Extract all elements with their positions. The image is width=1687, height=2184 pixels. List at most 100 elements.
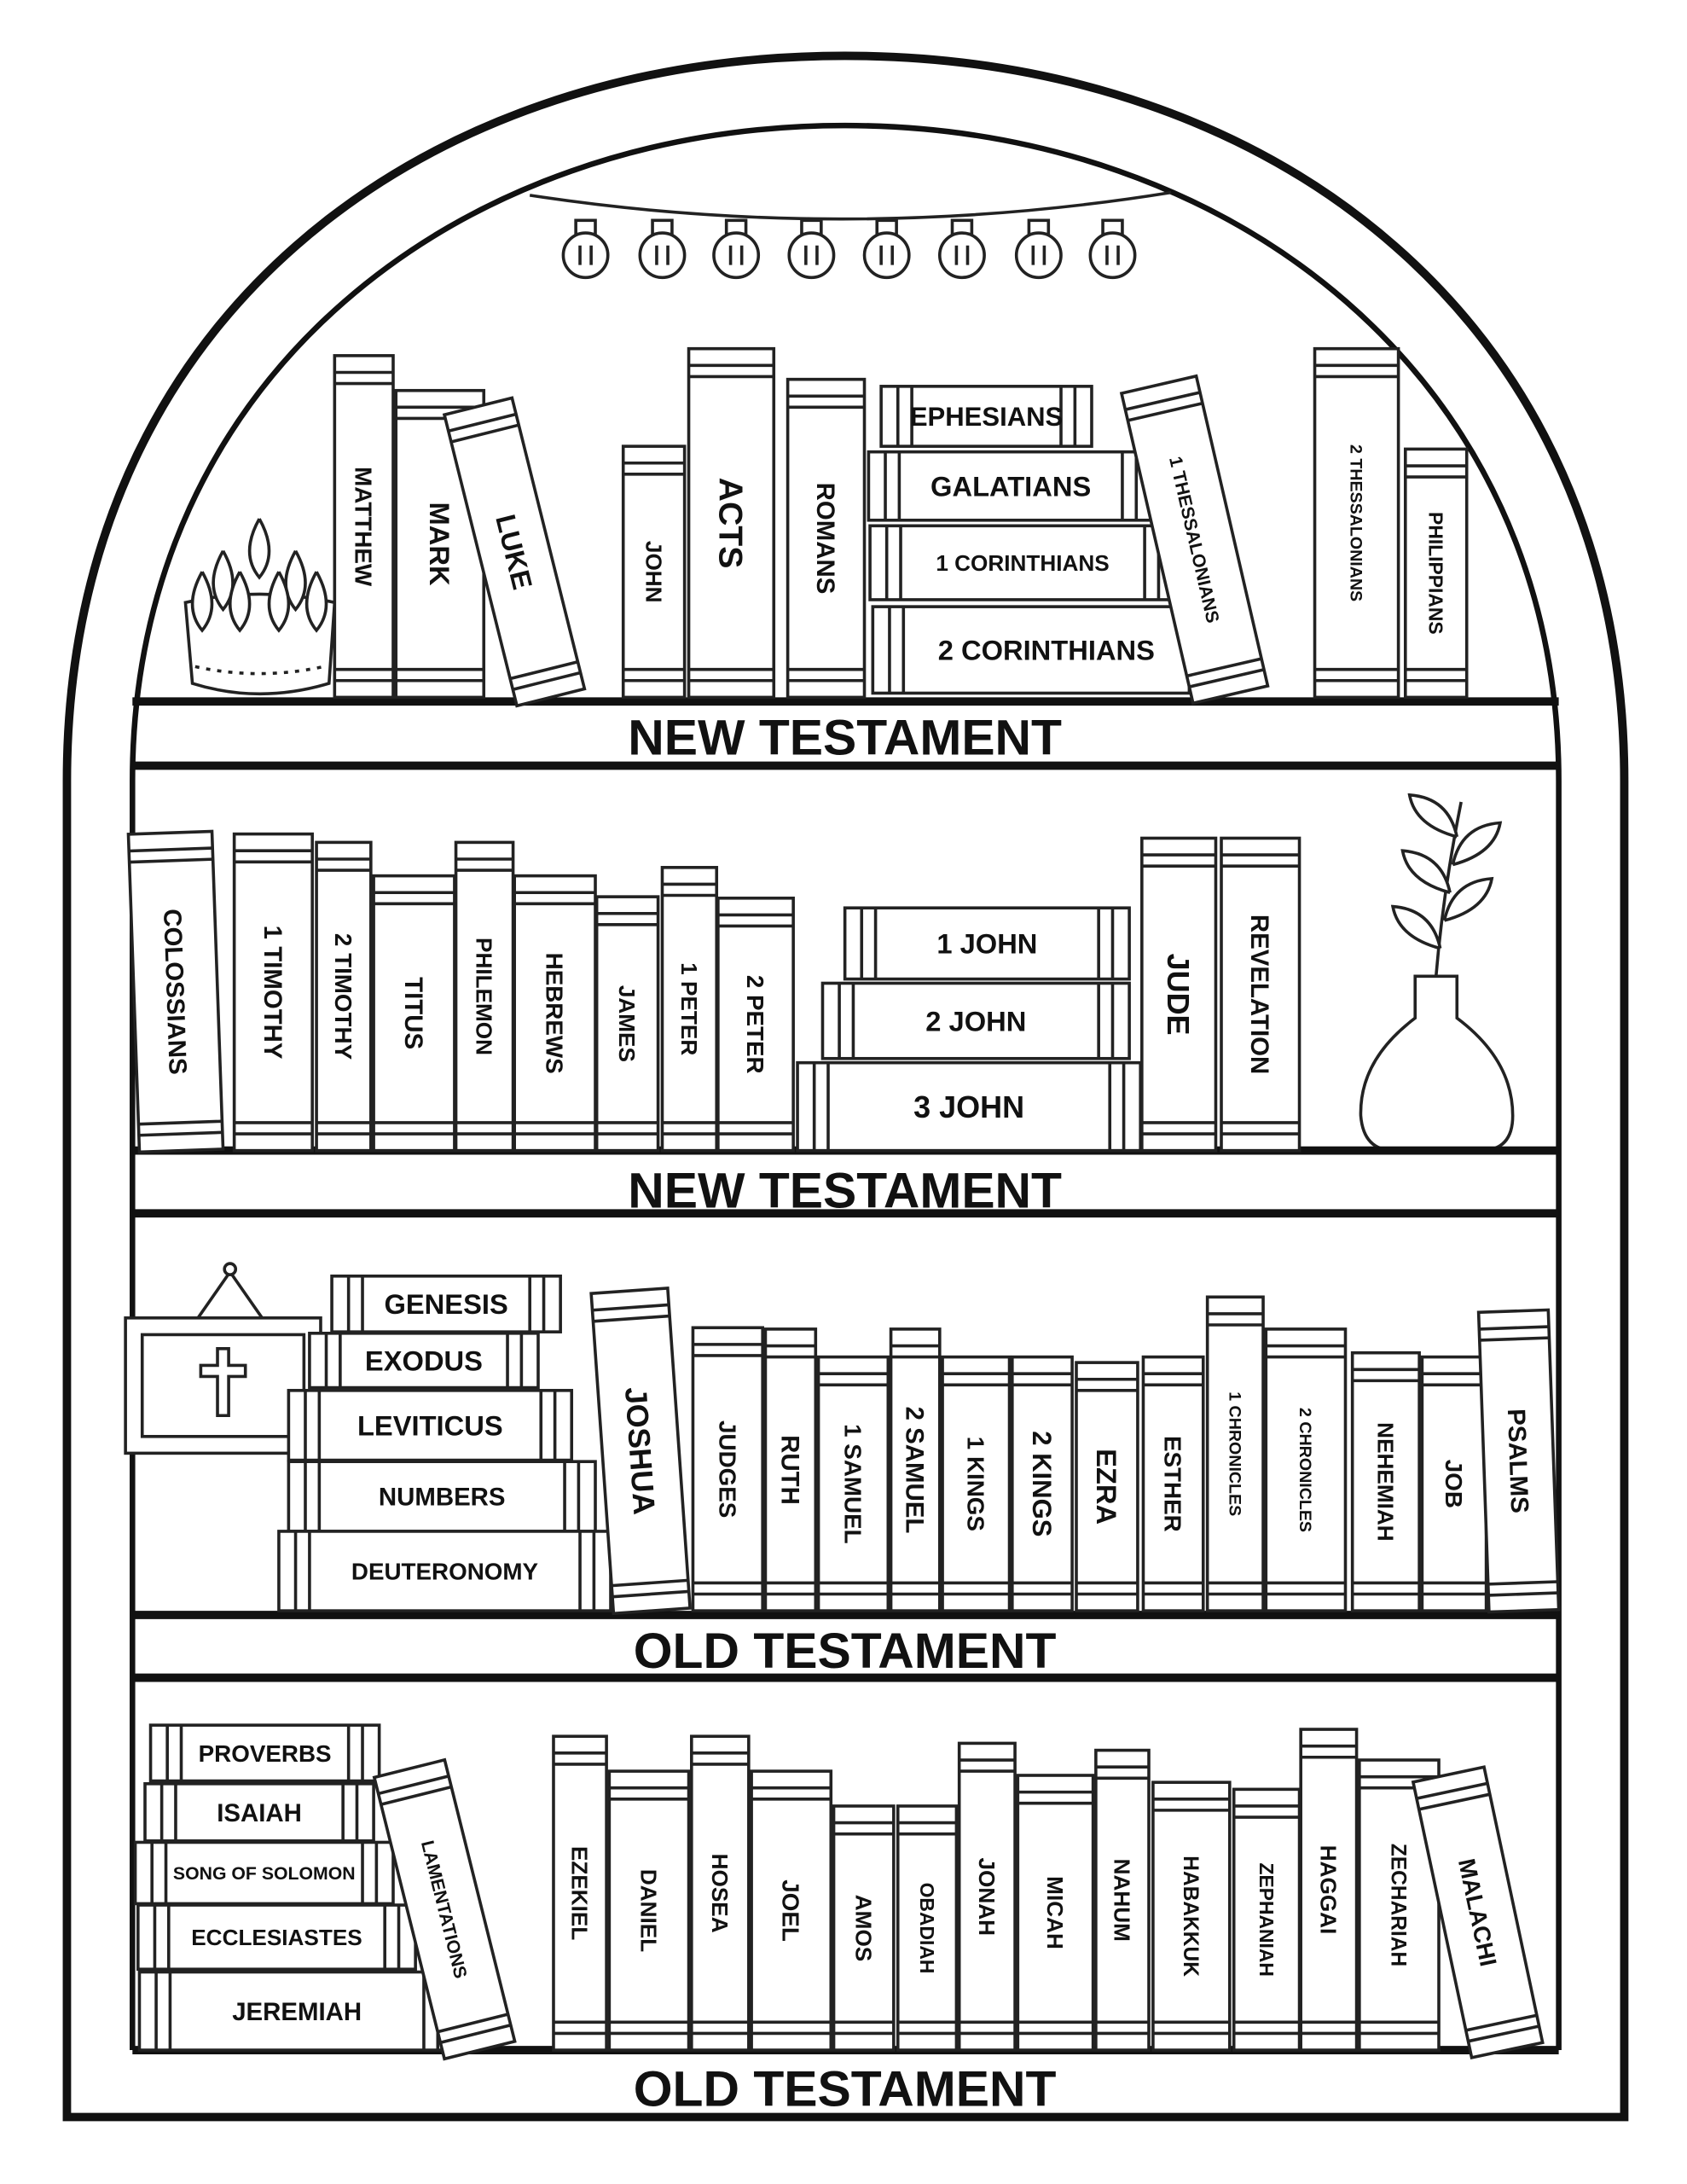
book-ruth: RUTH — [763, 1327, 818, 1612]
book-title: ESTHER — [1160, 1436, 1186, 1532]
book-1-kings: 1 KINGS — [941, 1355, 1012, 1612]
book-title: 2 SAMUEL — [901, 1407, 929, 1534]
book-title: NEHEMIAH — [1372, 1422, 1398, 1541]
book-numbers: NUMBERS — [287, 1460, 597, 1533]
book-title: HEBREWS — [542, 953, 568, 1074]
book-isaiah: ISAIAH — [143, 1782, 375, 1843]
book-ephesians: EPHESIANS — [879, 385, 1093, 448]
book-malachi: MALACHI — [1411, 1765, 1545, 2060]
book-title: JUDE — [1161, 954, 1196, 1036]
book-title: ECCLESIASTES — [191, 1925, 362, 1950]
book-title: 2 PETER — [742, 975, 768, 1074]
book-1-thessalonians: 1 THESSALONIANS — [1119, 374, 1270, 706]
book-title: PSALMS — [1502, 1409, 1533, 1514]
shelf-board: NEW TESTAMENT — [132, 1146, 1559, 1219]
book-zephaniah: ZEPHANIAH — [1232, 1787, 1301, 2052]
book-title: PHILIPPIANS — [1425, 512, 1447, 635]
book-title: PHILEMON — [472, 938, 497, 1055]
book-title: NAHUM — [1110, 1859, 1135, 1942]
book-philippians: PHILIPPIANS — [1403, 447, 1469, 700]
book-1-corinthians: 1 CORINTHIANS — [868, 524, 1177, 601]
book-proverbs: PROVERBS — [148, 1723, 381, 1783]
book-psalms: PSALMS — [1476, 1308, 1561, 1614]
book-obadiah: OBADIAH — [896, 1804, 959, 2052]
book-exodus: EXODUS — [308, 1332, 540, 1390]
book-title: ISAIAH — [217, 1799, 302, 1827]
book-title: 1 SAMUEL — [839, 1424, 866, 1543]
book-nehemiah: NEHEMIAH — [1350, 1350, 1421, 1612]
book-title: HABAKKUK — [1179, 1856, 1202, 1977]
book-lamentations: LAMENTATIONS — [372, 1757, 517, 2061]
book-matthew: MATTHEW — [333, 354, 395, 700]
book-2-samuel: 2 SAMUEL — [889, 1327, 942, 1612]
book-title: COLOSSIANS — [158, 909, 192, 1075]
book-song-of-solomon: SONG OF SOLOMON — [133, 1840, 395, 1906]
book-title: RUTH — [775, 1435, 803, 1505]
book-title: ACTS — [711, 478, 749, 569]
vase-plant-icon — [1359, 793, 1515, 1153]
book-title: LEVITICUS — [357, 1409, 503, 1441]
book-hebrews: HEBREWS — [513, 874, 597, 1153]
book-title: SONG OF SOLOMON — [173, 1863, 356, 1884]
book-title: JAMES — [614, 985, 640, 1062]
book-title: NUMBERS — [379, 1484, 506, 1512]
book-title: JOEL — [778, 1879, 804, 1942]
book-title: ZEPHANIAH — [1255, 1862, 1278, 1976]
book-nahum: NAHUM — [1094, 1748, 1151, 2052]
book-title: 2 JOHN — [925, 1005, 1026, 1037]
book-2-timothy: 2 TIMOTHY — [315, 840, 373, 1153]
book-title: JEREMIAH — [232, 1998, 362, 2026]
book-title: 1 JOHN — [936, 928, 1037, 960]
book-romans: ROMANS — [786, 377, 867, 700]
light-bulb-icon — [638, 218, 687, 280]
book-micah: MICAH — [1016, 1774, 1095, 2052]
book-title: DANIEL — [636, 1869, 662, 1952]
book-hosea: HOSEA — [690, 1734, 751, 2052]
book-title: EXODUS — [365, 1345, 483, 1376]
book-title: 3 JOHN — [913, 1089, 1024, 1124]
book-john: JOHN — [621, 444, 687, 700]
book-2-thessalonians: 2 THESSALONIANS — [1313, 346, 1400, 700]
shelf-label: NEW TESTAMENT — [628, 710, 1062, 765]
shelf-label: OLD TESTAMENT — [634, 2061, 1057, 2117]
book-title: JUDGES — [714, 1420, 740, 1518]
book-genesis: GENESIS — [330, 1274, 562, 1333]
light-bulb-icon — [787, 218, 836, 280]
arch-frame — [62, 51, 1629, 2122]
book-title: HAGGAI — [1315, 1845, 1341, 1935]
light-bulb-icon — [937, 218, 986, 280]
light-bulb-icon — [712, 218, 761, 280]
book-title: ZECHARIAH — [1387, 1844, 1410, 1966]
book-philemon: PHILEMON — [454, 840, 515, 1153]
book-title: TITUS — [399, 977, 427, 1049]
book-title: 2 CORINTHIANS — [938, 635, 1155, 666]
book-job: JOB — [1420, 1355, 1488, 1612]
book-galatians: GALATIANS — [867, 450, 1155, 522]
book-1-john: 1 JOHN — [843, 906, 1131, 981]
cross-frame-icon — [124, 1262, 322, 1455]
book-jude: JUDE — [1140, 836, 1218, 1153]
book-title: EPHESIANS — [910, 402, 1063, 432]
book-titus: TITUS — [372, 874, 456, 1153]
book-title: OBADIAH — [916, 1883, 938, 1974]
book-title: 1 CORINTHIANS — [936, 550, 1109, 576]
book-esther: ESTHER — [1141, 1355, 1205, 1612]
book-title: JOHN — [641, 541, 666, 603]
shelf-label: NEW TESTAMENT — [628, 1164, 1062, 1219]
succulent-plant-icon — [183, 518, 337, 696]
book-2-peter: 2 PETER — [716, 896, 795, 1153]
book-title: REVELATION — [1245, 915, 1273, 1074]
book-colossians: COLOSSIANS — [126, 829, 225, 1154]
book-ezra: EZRA — [1075, 1361, 1139, 1612]
book-1-timothy: 1 TIMOTHY — [232, 832, 314, 1153]
book-title: MICAH — [1042, 1876, 1068, 1949]
book-title: JONAH — [974, 1857, 1000, 1936]
book-judges: JUDGES — [691, 1326, 764, 1612]
book-ecclesiastes: ECCLESIASTES — [136, 1903, 417, 1972]
book-title: 2 CHRONICLES — [1296, 1408, 1314, 1532]
book-title: EZEKIEL — [567, 1846, 593, 1940]
book-2-john: 2 JOHN — [820, 981, 1131, 1060]
light-bulb-icon — [862, 218, 911, 280]
book-jonah: JONAH — [957, 1741, 1017, 2052]
